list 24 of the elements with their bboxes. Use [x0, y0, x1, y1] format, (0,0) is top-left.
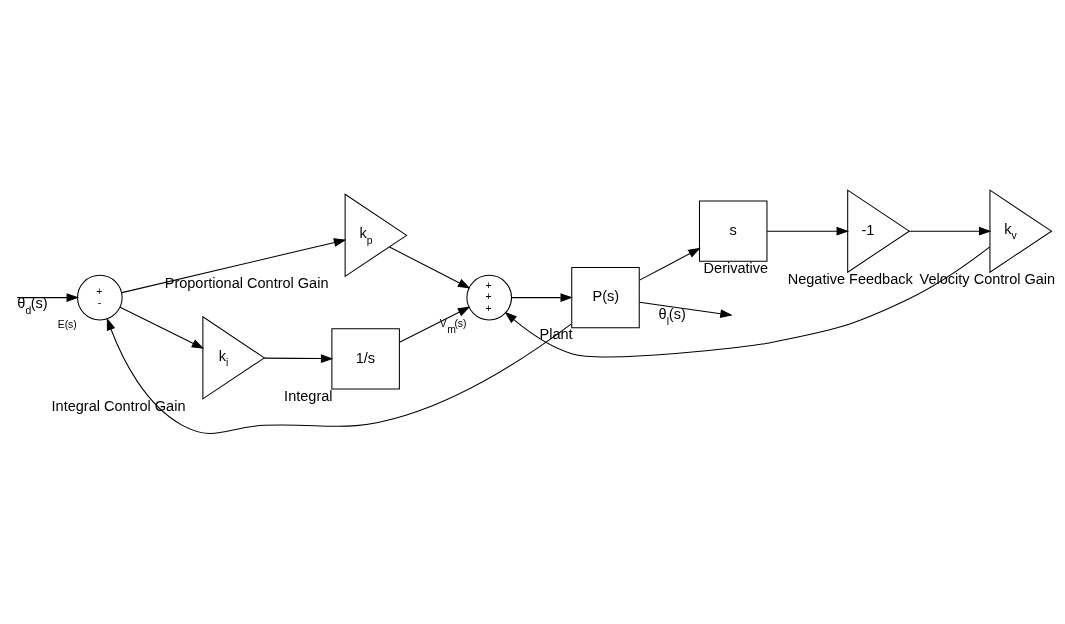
node-box: 1/s [331, 328, 400, 390]
arrow [263, 354, 334, 363]
node-label: Integral [284, 387, 333, 404]
node-box: P(s) [571, 267, 640, 329]
arrow [639, 247, 701, 281]
node-circle: + - [76, 274, 123, 321]
arrow [766, 226, 850, 236]
arrow [639, 301, 733, 318]
node-label: Proportional Control Gain [164, 274, 329, 291]
arrow [121, 238, 347, 294]
arrow [399, 306, 471, 343]
arrow [119, 306, 205, 349]
node-box: s [698, 200, 768, 262]
arrow [908, 226, 992, 236]
arrow [16, 293, 79, 302]
arrow [511, 293, 573, 302]
arrow [389, 246, 471, 289]
arrow [106, 317, 572, 434]
arrow [504, 246, 991, 358]
node-label: Derivative [703, 259, 769, 276]
node-label: E(s) [57, 319, 77, 331]
node-label: Integral Control Gain [51, 397, 186, 414]
edge-label: θ$_{l}$(s) [658, 306, 686, 327]
node-circle: + + + [466, 274, 513, 321]
